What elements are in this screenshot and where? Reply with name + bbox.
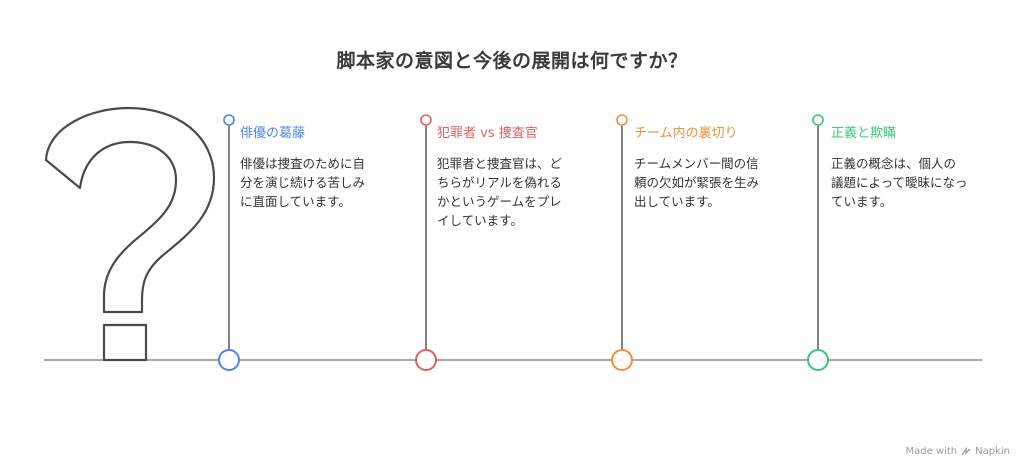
watermark: Made with Napkin	[905, 446, 1010, 457]
step-description: 正義の概念は、個人の 議題によって曖昧になっ ています。	[831, 154, 981, 211]
step-description-line: イしています。	[437, 213, 523, 228]
page-title: 脚本家の意図と今後の展開は何ですか？	[336, 50, 688, 72]
question-mark-icon	[44, 106, 216, 362]
step-description-line: 出しています。	[634, 194, 720, 209]
step-top-marker	[420, 114, 432, 126]
watermark-brand: Napkin	[975, 446, 1010, 457]
step-heading: 正義と欺瞞	[831, 126, 897, 141]
step-top-marker	[616, 114, 628, 126]
step-top-marker	[223, 114, 235, 126]
step-description: 犯罪者と捜査官は、ど ちらがリアルを偽れる かというゲームをプレ イしています。	[437, 154, 587, 230]
step-timeline-node	[611, 349, 633, 371]
watermark-text: Made with	[905, 446, 958, 457]
step-timeline-node	[218, 349, 240, 371]
step-description: 俳優は捜査のために自 分を演じ続ける苦しみ に直面しています。	[240, 154, 390, 211]
step-description-line: 議題によって曖昧になっ	[831, 175, 968, 190]
step-description-line: 俳優は捜査のために自	[240, 156, 366, 171]
step-description-line: ています。	[831, 194, 893, 209]
napkin-logo-icon	[961, 446, 971, 455]
step-description-line: ちらがリアルを偽れる	[437, 175, 562, 190]
step-description: チームメンバー間の信 頼の欠如が緊張を生み 出しています。	[634, 154, 784, 211]
step-heading: 俳優の葛藤	[240, 126, 306, 141]
step-description-line: 正義の概念は、個人の	[831, 156, 957, 171]
step-description-line: 分を演じ続ける苦しみ	[240, 175, 366, 190]
step-description-line: かというゲームをプレ	[437, 194, 562, 209]
step-heading: 犯罪者 vs 捜査官	[437, 126, 538, 141]
step-timeline-node	[807, 349, 829, 371]
step-heading: チーム内の裏切り	[634, 126, 738, 141]
step-timeline-node	[415, 349, 437, 371]
step-description-line: 頼の欠如が緊張を生み	[634, 175, 760, 190]
step-description-line: チームメンバー間の信	[634, 156, 759, 171]
step-description-line: 犯罪者と捜査官は、ど	[437, 156, 563, 171]
step-description-line: に直面しています。	[240, 194, 351, 209]
step-top-marker	[812, 114, 824, 126]
